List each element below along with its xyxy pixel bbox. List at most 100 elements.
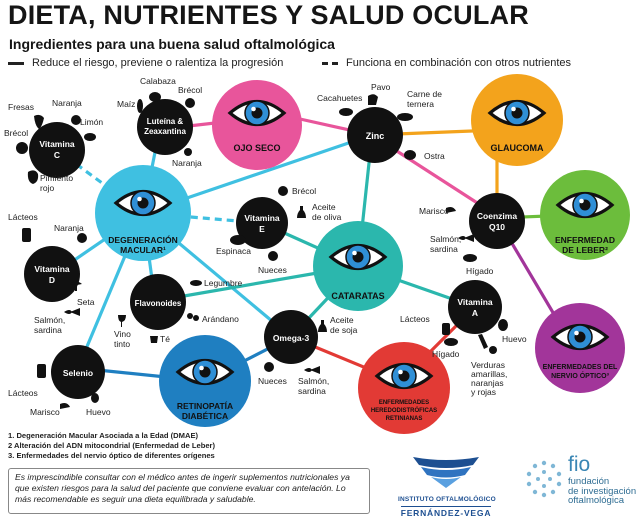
- lemon-icon: [84, 133, 96, 141]
- fio-text: fundación de investigación oftalmológica: [568, 477, 636, 506]
- disease-hereditarias: ENFERMEDADES HEREDODISTRÓFICAS RETINIANA…: [358, 342, 450, 434]
- food-aceite-oliva-2: de oliva: [312, 212, 342, 222]
- disease-cataratas: CATARATAS: [313, 221, 403, 311]
- footnote-3: 3. Enfermedades del nervio óptico de dif…: [8, 451, 215, 460]
- shrimp-icon-2: [60, 403, 70, 409]
- food-cacahuetes: Cacahuetes: [317, 93, 362, 103]
- fio-dots-icon: [526, 460, 562, 498]
- food-brecol-l: Brécol: [178, 85, 202, 95]
- food-vino-1: Vino: [114, 329, 131, 339]
- legend-solid: Reduce el riesgo, previene o ralentiza l…: [8, 57, 283, 69]
- food-naranja-l: Naranja: [172, 158, 202, 168]
- selenio-label: Selenio: [63, 368, 93, 378]
- disease-dmae: DEGENERACIÓN MACULAR¹: [95, 165, 191, 261]
- luteina-label-2: Zeaxantina: [144, 127, 186, 136]
- turkey-icon: [368, 94, 378, 105]
- orange-icon-2: [184, 148, 192, 156]
- wine-glass-icon: [118, 315, 126, 327]
- liver-icon-2: [444, 338, 458, 346]
- food-carne-2: ternera: [407, 99, 434, 109]
- nutrient-vitamina-d: Vitamina D: [24, 246, 80, 302]
- food-salmon-d-1: Salmón,: [34, 315, 65, 325]
- food-vino-2: tinto: [114, 339, 130, 349]
- food-naranja-d: Naranja: [54, 223, 84, 233]
- fio-mark: fio: [568, 453, 591, 476]
- food-pavo: Pavo: [371, 82, 391, 92]
- food-lacteos-s: Lácteos: [8, 388, 38, 398]
- fio-line2: de investigación: [568, 485, 637, 497]
- food-lacteos-d: Lácteos: [8, 212, 38, 222]
- vitamina-e-label-2: E: [259, 224, 265, 234]
- food-salmon-q-2: sardina: [430, 244, 458, 254]
- walnut-icon: [268, 251, 278, 261]
- nutrient-vitamina-e: Vitamina E: [236, 197, 288, 249]
- corn-icon: [137, 99, 143, 113]
- nutrient-luteina: Luteína & Zeaxantina: [137, 99, 193, 155]
- dashed-line-swatch: [322, 61, 338, 65]
- legend-dashed: Funciona en combinación con otros nutrie…: [322, 57, 571, 69]
- milk-icon-3: [37, 364, 46, 378]
- blueberry-icon-2: [193, 315, 199, 321]
- food-lacteos-a: Lácteos: [400, 314, 430, 324]
- oyster-icon: [404, 150, 416, 160]
- hereditarias-label-2: HEREDODISTRÓFICAS: [371, 406, 437, 414]
- food-espinaca: Espinaca: [216, 246, 251, 256]
- broccoli-icon-2: [185, 98, 195, 108]
- fio-line3: oftalmológica: [568, 495, 624, 506]
- food-salmon-d-2: sardina: [34, 325, 62, 335]
- retinopatia-label-1: RETINOPATÍA: [177, 401, 233, 411]
- egg-icon: [498, 319, 508, 331]
- carrot-icon: [478, 334, 488, 349]
- food-salmon-o-1: Salmón,: [298, 376, 329, 386]
- food-verduras-4: y rojas: [471, 387, 496, 397]
- disease-nervio-optico: ENFERMEDADES DEL NERVIO ÓPTICO³: [535, 303, 625, 393]
- food-fresas: Fresas: [8, 102, 34, 112]
- food-huevo-a: Huevo: [502, 334, 527, 344]
- disease-retinopatia: RETINOPATÍA DIABÉTICA: [159, 335, 251, 427]
- orange-icon-3: [77, 233, 87, 243]
- food-salmon-q-1: Salmón,: [430, 234, 461, 244]
- legume-icon: [190, 280, 202, 286]
- oil-bottle-icon: [297, 206, 306, 218]
- broccoli-icon: [16, 142, 28, 154]
- fio-logo: fio fundación de investigación oftalmoló…: [522, 453, 638, 515]
- footnote-1: 1. Degeneración Macular Asociada a la Ed…: [8, 431, 199, 440]
- food-verduras-3: naranjas: [471, 378, 504, 388]
- pepper-icon: [27, 170, 39, 184]
- nutrient-omega3: Omega-3: [264, 310, 318, 364]
- nutrient-flavonoides: Flavonoides: [130, 274, 186, 330]
- food-icons: [16, 92, 508, 409]
- coenzima-label-2: Q10: [489, 222, 505, 232]
- nervio-label-2: NERVIO ÓPTICO³: [551, 371, 609, 380]
- zinc-label: Zinc: [366, 131, 385, 141]
- peanut-icon: [339, 108, 353, 116]
- food-huevo-s: Huevo: [86, 407, 111, 417]
- ifv-line2: FERNÁNDEZ-VEGA: [400, 506, 492, 518]
- vitamina-c-label-2: C: [54, 150, 60, 160]
- broccoli-icon-3: [278, 186, 288, 196]
- page-subtitle: Ingredientes para una buena salud oftalm…: [9, 36, 335, 52]
- food-brecol-e: Brécol: [292, 186, 316, 196]
- spinach-icon: [230, 235, 246, 245]
- food-marisco-s: Marisco: [30, 407, 60, 417]
- flavonoides-label: Flavonoides: [135, 299, 182, 308]
- nutrient-selenio: Selenio: [51, 345, 105, 399]
- dmae-label-2: MACULAR¹: [120, 245, 166, 255]
- disclaimer-note: Es imprescindible consultar con el médic…: [8, 468, 370, 514]
- glaucoma-label: GLAUCOMA: [491, 143, 544, 153]
- fish-icon: [458, 234, 474, 242]
- tomato-icon: [489, 346, 497, 354]
- food-verduras-1: Verduras: [471, 360, 505, 370]
- mushroom-icon: [70, 281, 82, 291]
- orange-icon: [71, 115, 81, 125]
- food-aceite-soja-1: Aceite: [330, 315, 354, 325]
- food-calabaza: Calabaza: [140, 76, 176, 86]
- vitamina-e-label-1: Vitamina: [244, 213, 280, 223]
- ojo-seco-label: OJO SECO: [233, 143, 280, 153]
- food-brecol-c: Brécol: [4, 128, 28, 138]
- leber-label-2: DE LEBER²: [562, 245, 608, 255]
- fish-icon-3: [304, 366, 320, 374]
- dmae-label-1: DEGENERACIÓN: [108, 234, 177, 245]
- soy-oil-icon: [318, 320, 327, 332]
